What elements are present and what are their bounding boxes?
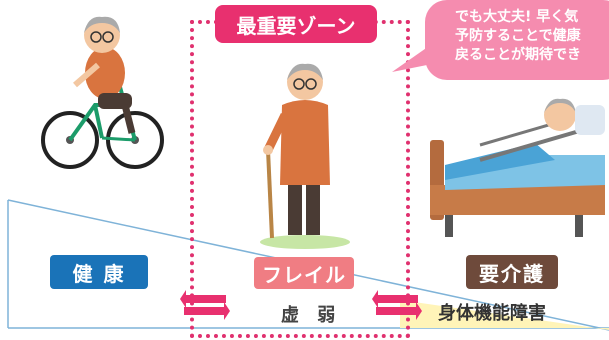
- care-needed-sublabel: 身体機能障害: [438, 303, 546, 324]
- frail-elder-with-cane-illustration: [260, 63, 350, 249]
- health-label: 健 康: [50, 255, 148, 289]
- speech-bubble-tail: [392, 44, 432, 72]
- frail-sublabel: 虚 弱: [281, 305, 342, 326]
- care-needed-label: 要介護: [466, 255, 558, 289]
- important-zone-title: 最重要ゾーン: [215, 5, 377, 43]
- bubble-line-2: 予防することで健康: [455, 28, 581, 44]
- elderly-cyclist-illustration: [41, 16, 164, 169]
- bubble-line-3: 戻ることが期待でき: [455, 47, 581, 63]
- frail-label: フレイル: [254, 257, 354, 289]
- bidirectional-arrow-icon: [180, 290, 230, 320]
- bidirectional-arrow-icon: [372, 290, 422, 320]
- elder-in-care-bed-illustration: [430, 98, 605, 237]
- speech-bubble: でも大丈夫! 早く気 予防することで健康 戻ることが期待でき: [425, 0, 609, 80]
- bubble-line-1: でも大丈夫! 早く気: [455, 9, 579, 25]
